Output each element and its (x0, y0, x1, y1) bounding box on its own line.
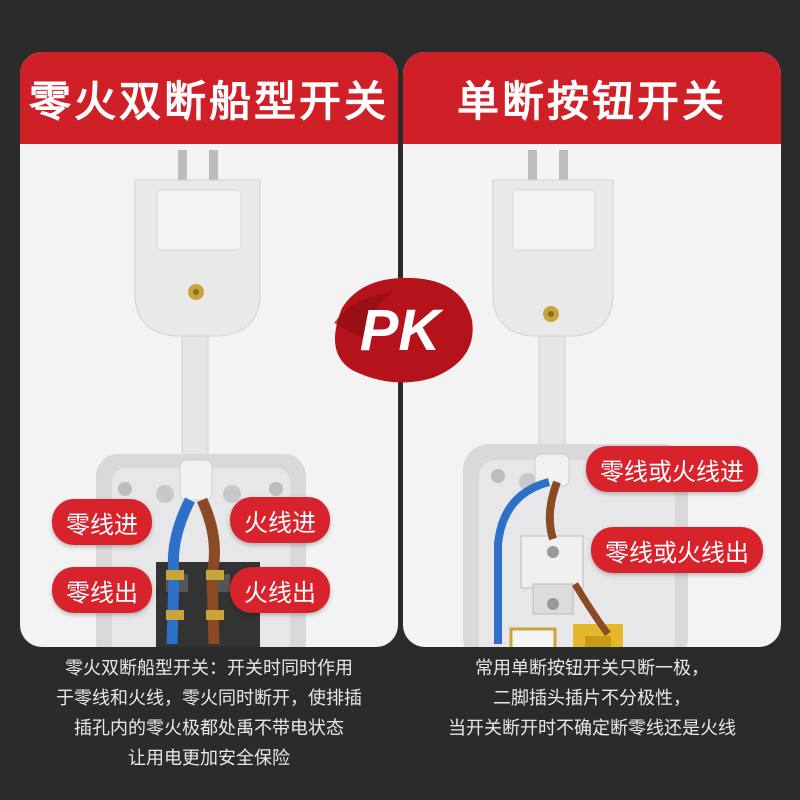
label-neutral-in: 零线进 (52, 499, 152, 545)
right-description-line: 当开关断开时不确定断零线还是火线 (448, 718, 736, 739)
left-description-line: 零火双断船型开关：开关时同时作用 (65, 658, 353, 679)
left-panel-title: 零火双断船型开关 (20, 52, 398, 144)
single-pole-switch-illustration (463, 150, 688, 647)
right-panel-title: 单断按钮开关 (403, 52, 781, 144)
right-description-line: 二脚插头插片不分极性， (493, 688, 691, 709)
left-description-line: 让用电更加安全保险 (128, 748, 290, 769)
label-live-out: 火线出 (230, 567, 330, 613)
label-wire-out: 零线或火线出 (591, 527, 763, 573)
label-wire-in: 零线或火线进 (586, 446, 758, 492)
left-description-line: 插孔内的零火极都处禹不带电状态 (74, 718, 344, 739)
pk-badge-text: PK (360, 298, 445, 363)
left-description-line: 于零线和火线，零火同时断开，使排插 (56, 688, 362, 709)
right-description: 常用单断按钮开关只断一极， 二脚插头插片不分极性， 当开关断开时不确定断零线还是… (403, 654, 781, 744)
pk-badge: PK (334, 277, 473, 383)
right-description-line: 常用单断按钮开关只断一极， (475, 658, 709, 679)
label-neutral-out: 零线出 (52, 567, 152, 613)
left-description: 零火双断船型开关：开关时同时作用 于零线和火线，零火同时断开，使排插 插孔内的零… (20, 654, 398, 774)
label-live-in: 火线进 (230, 497, 330, 543)
left-panel: 零火双断船型开关 零线进 火线进 零线出 火线出 (20, 52, 398, 647)
